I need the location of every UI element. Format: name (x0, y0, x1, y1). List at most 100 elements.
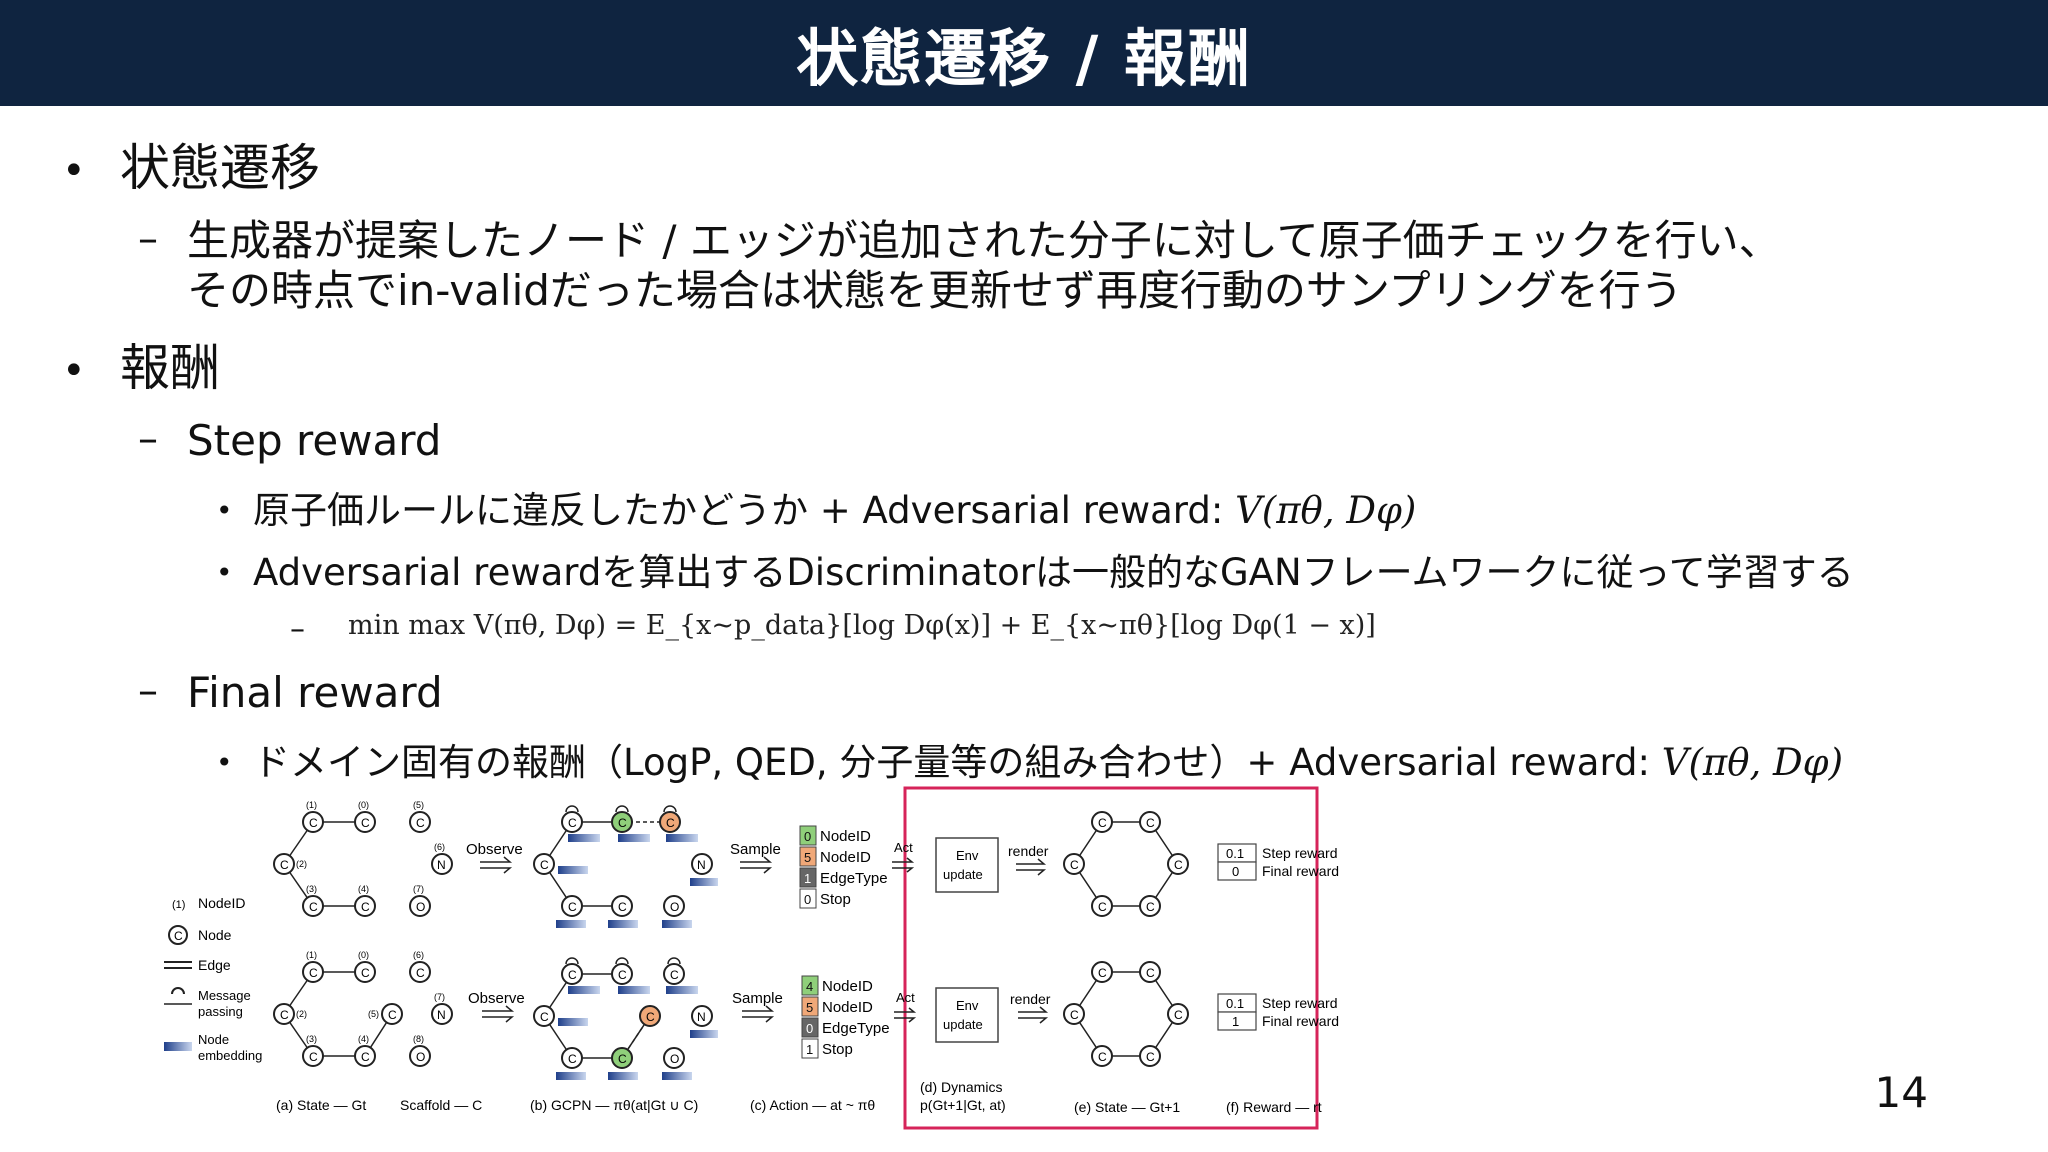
reward-step-label-top: Step reward (1262, 845, 1337, 861)
action-value: 5 (804, 850, 811, 865)
svg-text:(2): (2) (296, 859, 307, 869)
action-value-cell (799, 825, 817, 846)
action-value: 4 (806, 979, 813, 994)
svg-text:(7): (7) (413, 884, 424, 894)
svg-text:(1): (1) (306, 800, 317, 810)
svg-text:(1): (1) (306, 950, 317, 960)
final-reward-item1-text: ドメイン固有の報酬（LogP, QED, 分子量等の組み合わせ）+ Advers… (253, 741, 1662, 784)
gcpn-embeddings-bottom (556, 986, 718, 1080)
svg-text:C: C (361, 900, 370, 914)
svg-text:C: C (1070, 1008, 1079, 1022)
caption-d-line2: p(Gt+1|Gt, at) (920, 1097, 1006, 1113)
state-transition-line1: 生成器が提案したノード / エッジが追加された分子に対して原子価チェックを行い、 (187, 216, 1781, 265)
action-label: NodeID (820, 828, 871, 845)
svg-text:(4): (4) (358, 1034, 369, 1044)
legend-nodeid: NodeID (198, 895, 245, 911)
env-line2-top: update (943, 867, 983, 882)
observe-arrow-top (480, 856, 513, 874)
svg-text:C: C (309, 1050, 318, 1064)
dynamics-highlight-box (903, 786, 1319, 1130)
svg-text:O: O (416, 900, 425, 914)
svg-text:C: C (1146, 900, 1155, 914)
legend-embedding-icon (164, 1042, 192, 1051)
env-line1-top: Env (956, 848, 979, 863)
svg-text:(3): (3) (306, 884, 317, 894)
action-value: 1 (806, 1042, 813, 1057)
caption-scaffold: Scaffold — C (400, 1097, 482, 1113)
reward-box-top: 0.1 0 Step reward Final reward (1217, 843, 1339, 881)
svg-text:N: N (437, 1008, 446, 1022)
new-state-nodes-bottom (1063, 961, 1189, 1067)
reward-step-value-top: 0.1 (1226, 846, 1244, 861)
action-value-cell (801, 996, 819, 1017)
observe-label-top: Observe (466, 841, 523, 858)
svg-text:C: C (618, 900, 627, 914)
svg-text:C: C (416, 966, 425, 980)
svg-text:(4): (4) (358, 884, 369, 894)
action-value-cell (799, 867, 817, 888)
action-value-cell (801, 1038, 819, 1059)
gcpn-diagram: (1) NodeID C Node Edge Message passing N… (164, 786, 1339, 1130)
state-nodes-bottom (273, 961, 453, 1067)
final-reward-heading: Final reward (187, 668, 443, 717)
svg-text:C: C (1098, 816, 1107, 830)
render-label-bottom: render (1010, 991, 1051, 1007)
observe-label-bottom: Observe (468, 990, 525, 1007)
state-nodeids-bottom: (1) (0) (6) (2) (5) (7) (3) (4) (8) (296, 950, 445, 1044)
figure-captions: (a) State — Gt Scaffold — C (b) GCPN — π… (276, 1079, 1322, 1115)
legend-node-letter: C (174, 929, 183, 943)
svg-text:C: C (1098, 900, 1107, 914)
svg-text:C: C (309, 900, 318, 914)
action-label: NodeID (822, 999, 873, 1016)
action-value: 0 (804, 892, 811, 907)
svg-text:C: C (568, 1052, 577, 1066)
dash-marker: – (138, 416, 158, 462)
svg-text:C: C (568, 968, 577, 982)
svg-text:C: C (1146, 816, 1155, 830)
gcpn-message-icons-top (565, 805, 677, 813)
gcpn-molecule-top (543, 821, 670, 907)
bullet-dot-small: • (216, 746, 233, 779)
sample-label-top: Sample (730, 841, 781, 858)
legend-edge: Edge (198, 957, 231, 973)
state-node-letters-bottom: C C C C C N C C O (280, 966, 446, 1064)
new-state-node-letters-bottom: C C C C C C (1070, 966, 1183, 1064)
bullet-reward: 報酬 (120, 339, 220, 397)
action-value-cell (799, 888, 817, 909)
action-label: Stop (820, 891, 851, 908)
action-label: NodeID (820, 849, 871, 866)
reward-final-value-bottom: 1 (1232, 1014, 1239, 1029)
env-line2-bottom: update (943, 1017, 983, 1032)
svg-text:(6): (6) (434, 842, 445, 852)
env-update-box-top (935, 837, 999, 893)
legend-node-icon (168, 925, 188, 945)
legend-node: Node (198, 927, 232, 943)
step-reward-item1-text: 原子価ルールに違反したかどうか + Adversarial reward: (253, 489, 1236, 532)
svg-text:C: C (1098, 1050, 1107, 1064)
legend-embedding-line2: embedding (198, 1048, 262, 1063)
svg-text:C: C (280, 858, 289, 872)
gcpn-figure: (1) NodeID C Node Edge Message passing N… (150, 782, 1380, 1134)
state-nodeids-top: (1) (0) (5) (2) (6) (3) (4) (7) (296, 800, 445, 894)
caption-b: (b) GCPN — πθ(at|Gt ∪ C) (530, 1097, 698, 1113)
action-label: Stop (822, 1041, 853, 1058)
reward-step-label-bottom: Step reward (1262, 995, 1337, 1011)
render-arrow-bottom (1018, 1006, 1049, 1024)
svg-text:C: C (618, 816, 627, 830)
gcpn-nodes-top (533, 811, 713, 917)
step-reward-item1-math: V(πθ, Dφ) (1235, 489, 1417, 532)
svg-text:C: C (1174, 858, 1183, 872)
svg-text:C: C (1174, 1008, 1183, 1022)
svg-text:(2): (2) (296, 1009, 307, 1019)
svg-text:(6): (6) (413, 950, 424, 960)
caption-e: (e) State — Gt+1 (1074, 1099, 1180, 1115)
dash-marker: – (290, 612, 305, 647)
svg-text:(7): (7) (434, 992, 445, 1002)
svg-text:C: C (361, 1050, 370, 1064)
svg-text:C: C (1098, 966, 1107, 980)
act-arrow-top (892, 857, 915, 873)
sample-label-bottom: Sample (732, 990, 783, 1007)
svg-text:N: N (697, 858, 706, 872)
env-line1-bottom: Env (956, 998, 979, 1013)
